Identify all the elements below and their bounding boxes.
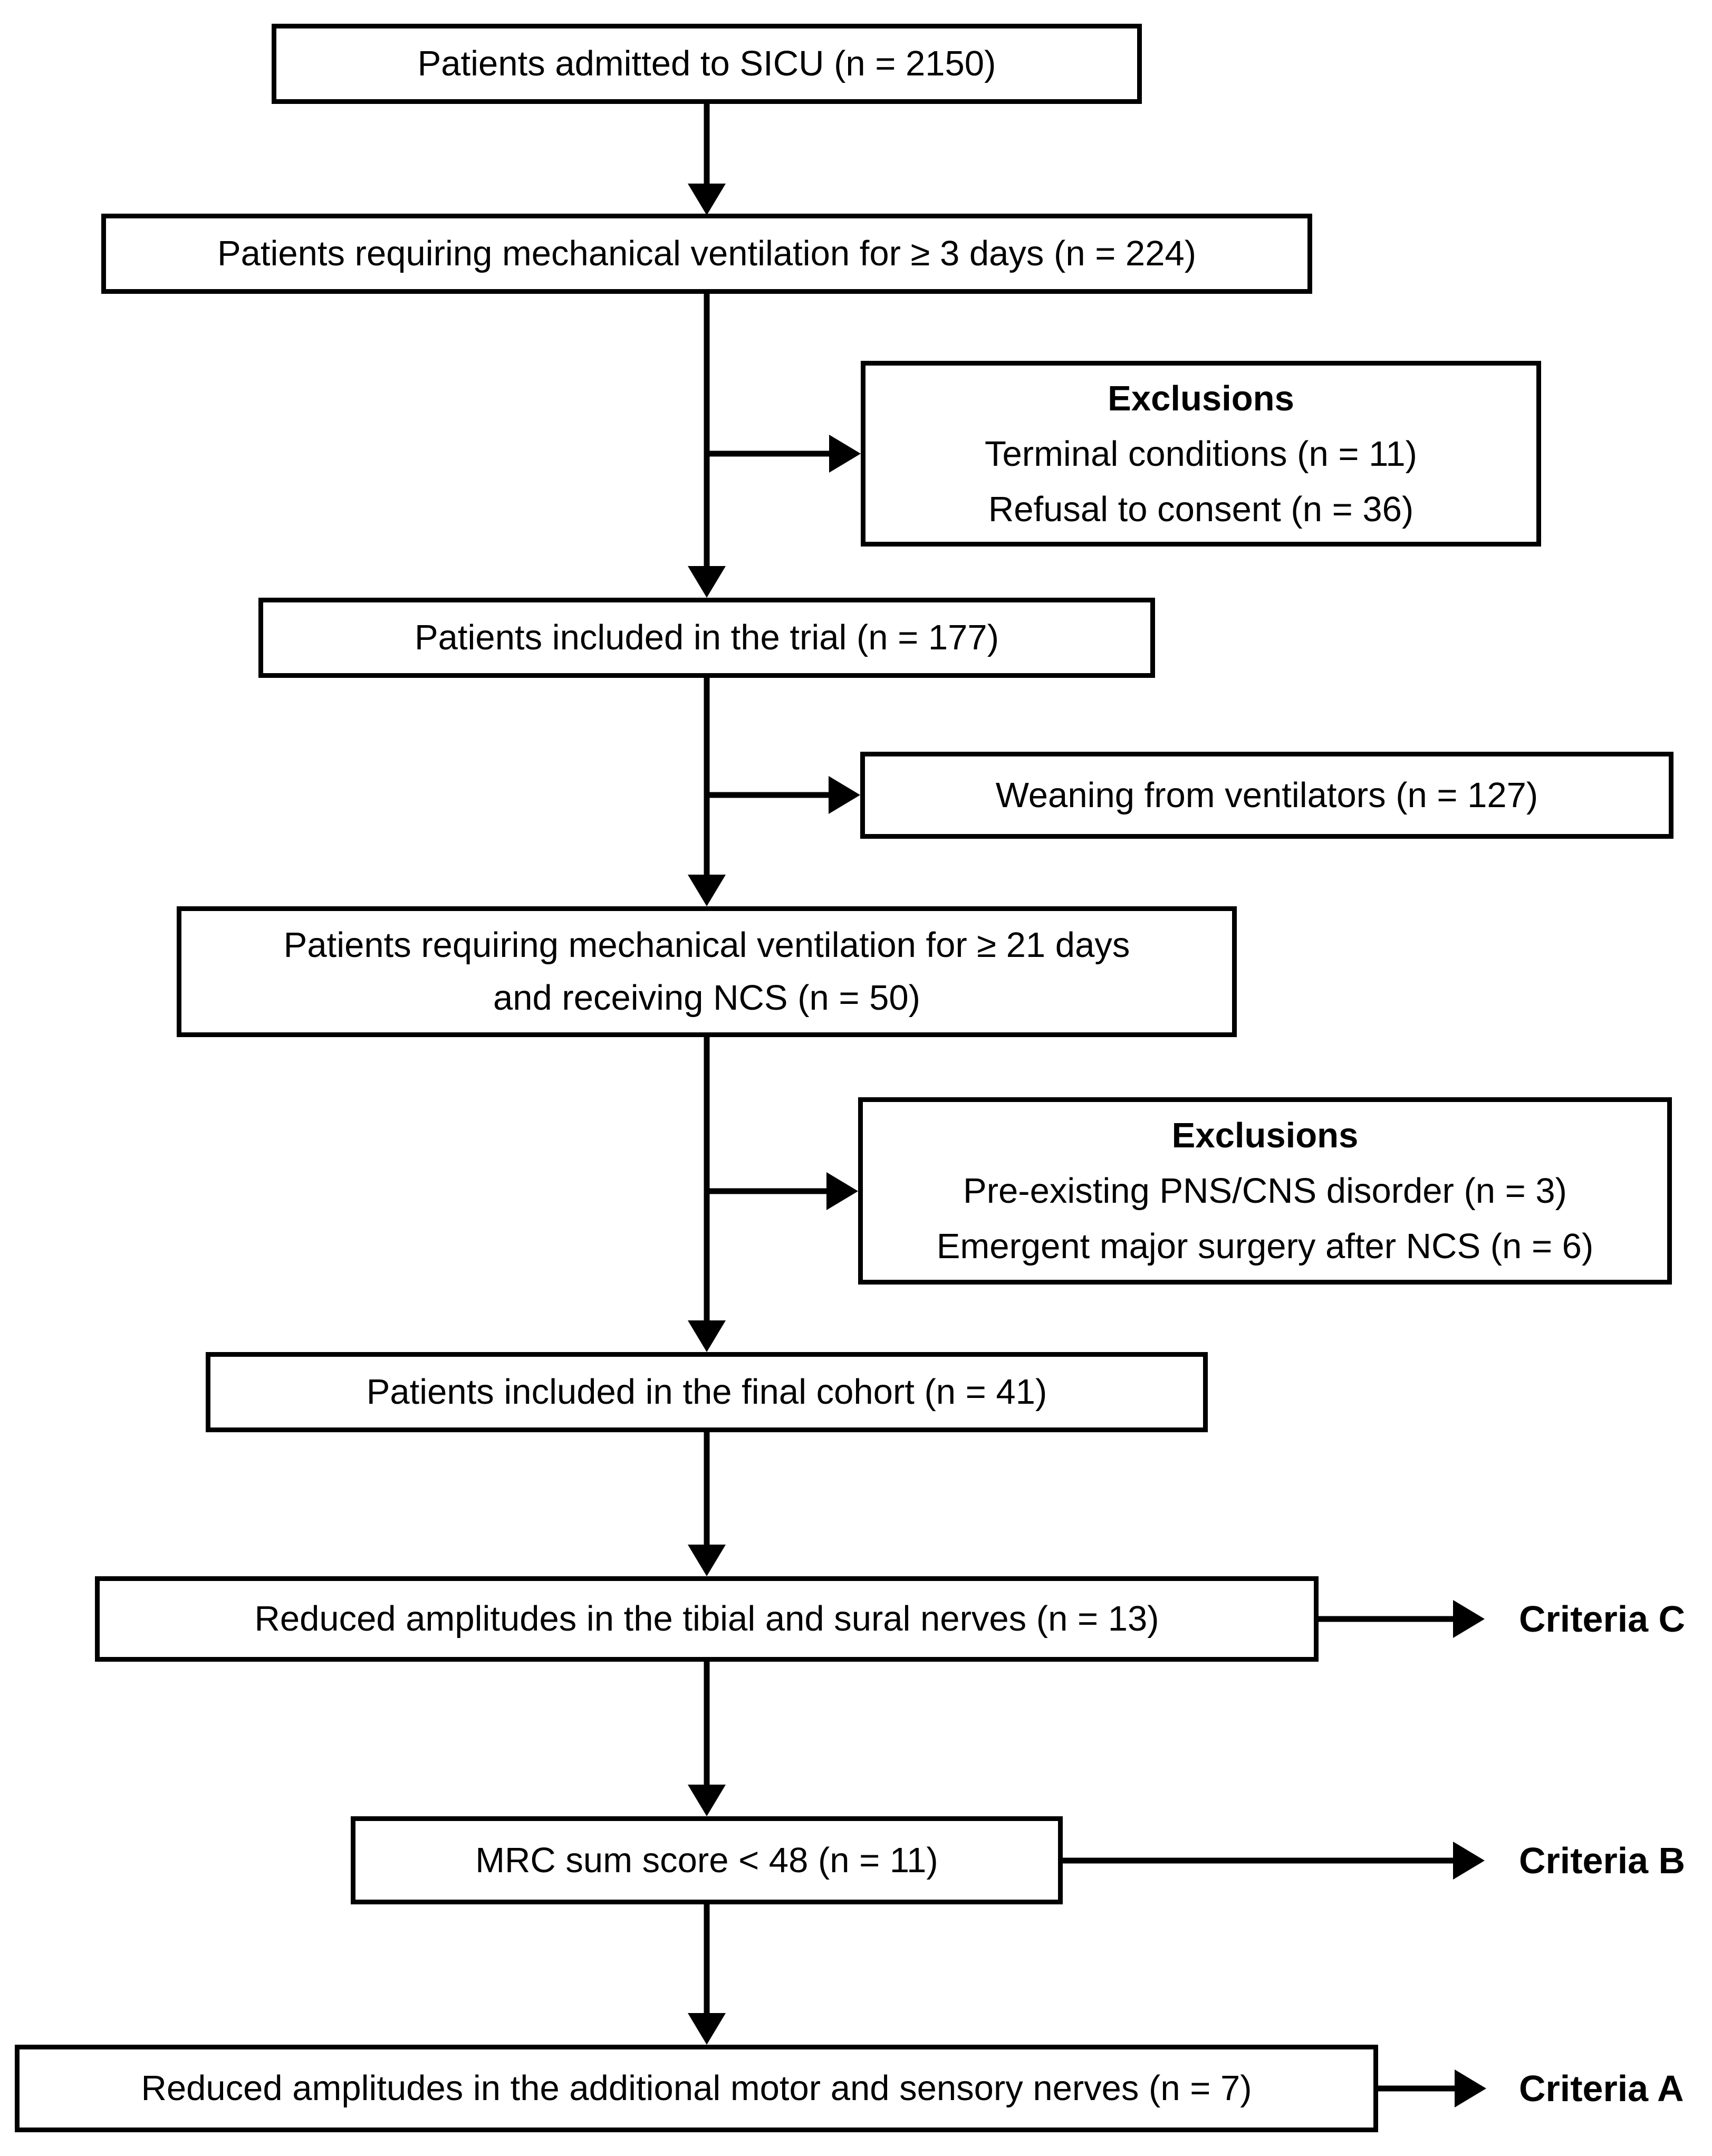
arrow-branch-to-exclusions-2 [707, 1172, 858, 1210]
box-final-cohort: Patients included in the final cohort (n… [206, 1352, 1208, 1432]
arrow-tibial-to-mrc [688, 1662, 726, 1816]
box-reduced-amplitudes-additional-nerves: Reduced amplitudes in the additional mot… [15, 2045, 1378, 2132]
arrow-additional-to-criteria-a [1378, 2069, 1486, 2107]
box-included-in-trial: Patients included in the trial (n = 177) [258, 598, 1155, 678]
exclusion-item: Terminal conditions (n = 11) [985, 434, 1417, 474]
arrow-sicu-to-mv3 [688, 104, 726, 215]
box-exclusions-2: Exclusions Pre-existing PNS/CNS disorder… [858, 1097, 1672, 1285]
box-text: Weaning from ventilators (n = 127) [995, 775, 1538, 815]
box-text: MRC sum score < 48 (n = 11) [475, 1840, 938, 1880]
arrow-branch-to-exclusions-1 [707, 435, 861, 473]
arrow-mrc-to-criteria-b [1063, 1842, 1485, 1880]
label-criteria-b: Criteria B [1519, 1840, 1686, 1881]
box-weaning-from-ventilators: Weaning from ventilators (n = 127) [860, 752, 1673, 839]
exclusion-item: Pre-existing PNS/CNS disorder (n = 3) [963, 1171, 1567, 1211]
box-text: Patients included in the trial (n = 177) [414, 618, 999, 658]
label-criteria-a: Criteria A [1519, 2068, 1684, 2109]
arrow-mv3-to-trial [688, 294, 726, 598]
exclusion-item: Emergent major surgery after NCS (n = 6) [936, 1226, 1594, 1266]
exclusion-item: Refusal to consent (n = 36) [988, 489, 1414, 529]
exclusions-title: Exclusions [1108, 378, 1294, 418]
exclusions-title: Exclusions [1171, 1116, 1359, 1155]
arrow-mv21-to-final [688, 1037, 726, 1352]
box-text: Patients requiring mechanical ventilatio… [283, 925, 1130, 1018]
arrow-final-to-tibial [688, 1432, 726, 1576]
box-mechanical-ventilation-21-days-ncs: Patients requiring mechanical ventilatio… [177, 906, 1237, 1037]
box-mechanical-ventilation-3-days: Patients requiring mechanical ventilatio… [101, 214, 1312, 294]
box-patients-admitted-sicu: Patients admitted to SICU (n = 2150) [272, 24, 1142, 104]
arrow-trial-to-mv21 [688, 678, 726, 906]
box-reduced-amplitudes-tibial-sural: Reduced amplitudes in the tibial and sur… [95, 1576, 1319, 1662]
box-text: Patients requiring mechanical ventilatio… [217, 234, 1197, 274]
box-text: Patients included in the final cohort (n… [366, 1372, 1047, 1412]
label-criteria-c: Criteria C [1519, 1598, 1686, 1640]
box-exclusions-1: Exclusions Terminal conditions (n = 11) … [861, 361, 1541, 547]
box-text: Reduced amplitudes in the additional mot… [141, 2068, 1252, 2109]
arrow-branch-to-weaning [707, 776, 860, 814]
arrow-tibial-to-criteria-c [1319, 1600, 1485, 1638]
arrow-mrc-to-additional [688, 1904, 726, 2045]
box-text: Patients admitted to SICU (n = 2150) [417, 44, 996, 84]
box-text: Reduced amplitudes in the tibial and sur… [254, 1599, 1159, 1639]
box-mrc-sum-score: MRC sum score < 48 (n = 11) [351, 1816, 1063, 1904]
